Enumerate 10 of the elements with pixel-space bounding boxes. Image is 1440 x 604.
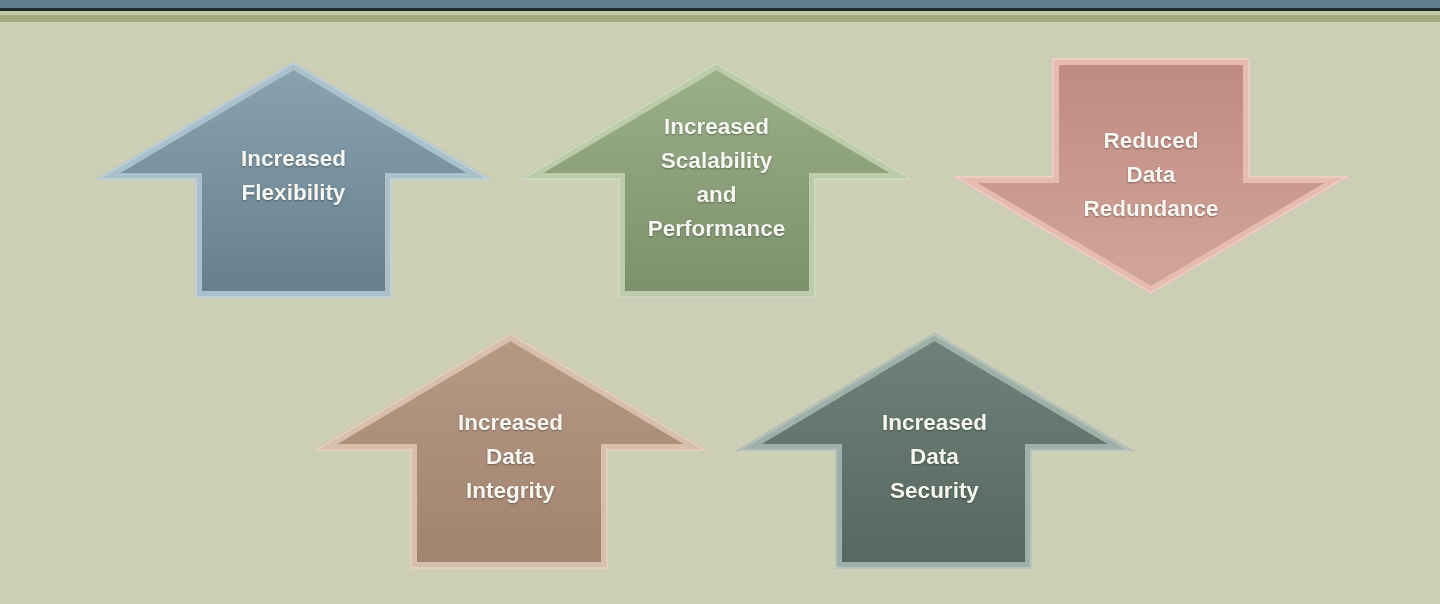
panel-label: Increased Flexibility: [240, 145, 347, 207]
panel-label: Increased Scalability and Performance: [647, 113, 786, 243]
down-pointing-panel: [952, 58, 1350, 294]
panel-label: Reduced Data Redundance: [1083, 127, 1219, 223]
panel-label: Increased Data Integrity: [457, 409, 564, 505]
up-pointing-panel: [312, 333, 709, 569]
up-pointing-panel: [736, 333, 1133, 569]
up-pointing-panel: [95, 62, 492, 298]
up-pointing-panel: [518, 62, 915, 298]
panel-label: Increased Data Security: [881, 409, 988, 505]
